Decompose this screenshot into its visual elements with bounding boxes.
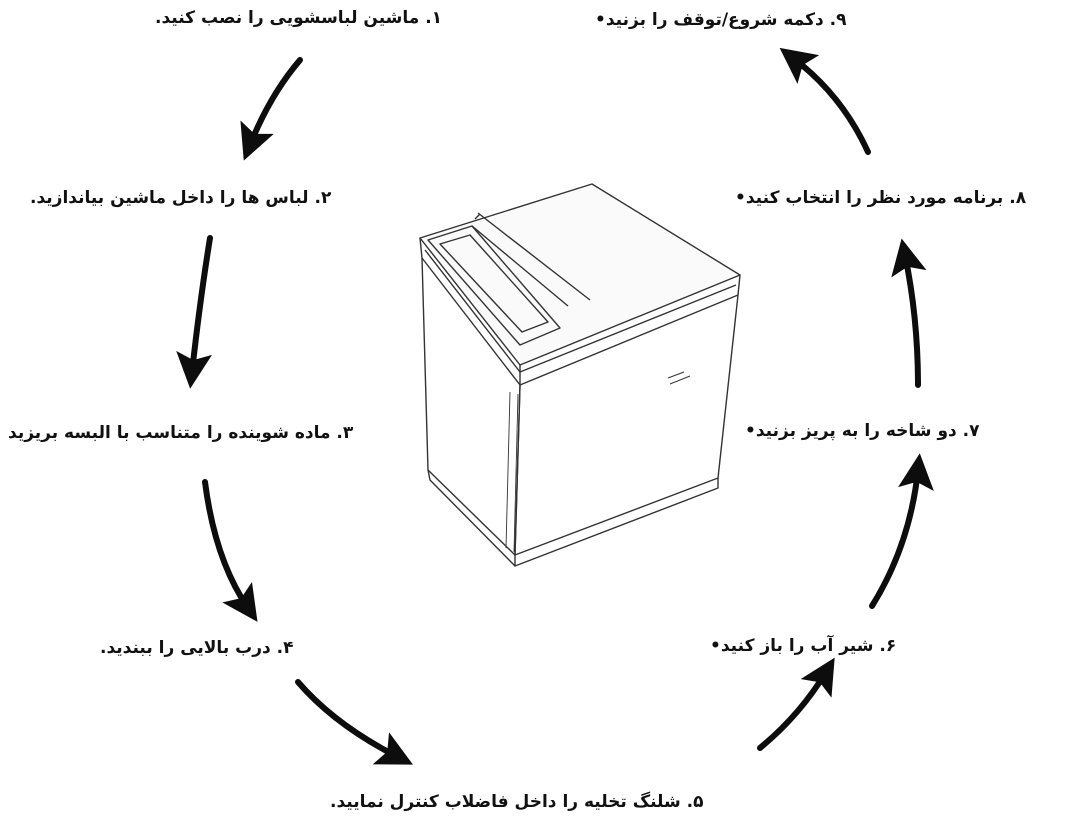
arrow-2-to-3	[176, 235, 213, 389]
step-6-label: ۶. شیر آب را باز کنید•	[710, 636, 897, 656]
arrow-4-to-5	[295, 679, 413, 765]
arrow-5-to-6	[757, 657, 835, 751]
step-8-label: ۸. برنامه مورد نظر را انتخاب کنید•	[735, 188, 1027, 208]
step-5-label: ۵. شلنگ تخلیه را داخل فاضلاب کنترل نمایی…	[330, 792, 704, 812]
step-2-label: ۲. لباس ها را داخل ماشین بیاندازید.	[30, 188, 332, 208]
step-7-label: ۷. دو شاخه را به پریز بزنید•	[745, 421, 980, 441]
step-3-label: ۳. ماده شوینده را متناسب با البسه بریزید	[8, 423, 354, 443]
arrow-6-to-7	[869, 453, 934, 609]
arrow-1-to-2	[240, 57, 303, 161]
step-1-label: ۱. ماشین لباسشویی را نصب کنید.	[155, 8, 443, 28]
arrow-7-to-8	[891, 238, 927, 388]
arrow-3-to-4	[202, 479, 258, 622]
washing-machine-illustration	[419, 183, 741, 567]
step-9-label: ۹. دکمه شروع/توقف را بزنید•	[595, 10, 847, 30]
arrow-8-to-9	[779, 47, 871, 155]
step-4-label: ۴. درب بالایی را ببندید.	[100, 638, 294, 658]
